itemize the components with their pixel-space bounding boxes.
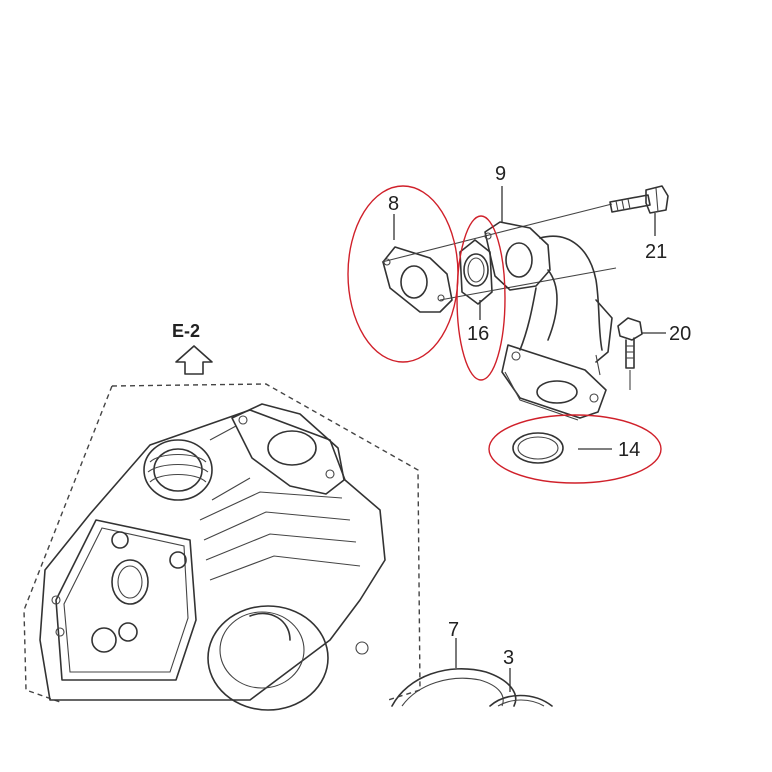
callout-20: 20 <box>669 323 691 345</box>
callout-14: 14 <box>618 439 640 461</box>
bolt-part-21 <box>381 185 669 301</box>
callout-9: 9 <box>495 163 506 185</box>
highlight-part-16 <box>456 215 506 381</box>
o-ring-part-14 <box>512 432 564 464</box>
gasket-part-8 <box>382 246 453 313</box>
seal-part-7 <box>391 668 517 707</box>
callout-21: 21 <box>645 241 667 263</box>
cover-part-3 <box>489 694 553 707</box>
callout-16: 16 <box>467 323 489 345</box>
highlight-part-14 <box>488 414 662 484</box>
callout-3: 3 <box>503 647 514 669</box>
reference-label-e2: E-2 <box>172 321 200 341</box>
callout-8: 8 <box>388 193 399 215</box>
bolt-part-20 <box>617 317 643 390</box>
reference-arrow-e2: E-2 <box>172 321 213 375</box>
cylinder-head-assembly <box>23 383 421 711</box>
insulator-part-16 <box>459 239 493 305</box>
callout-7: 7 <box>448 619 459 641</box>
